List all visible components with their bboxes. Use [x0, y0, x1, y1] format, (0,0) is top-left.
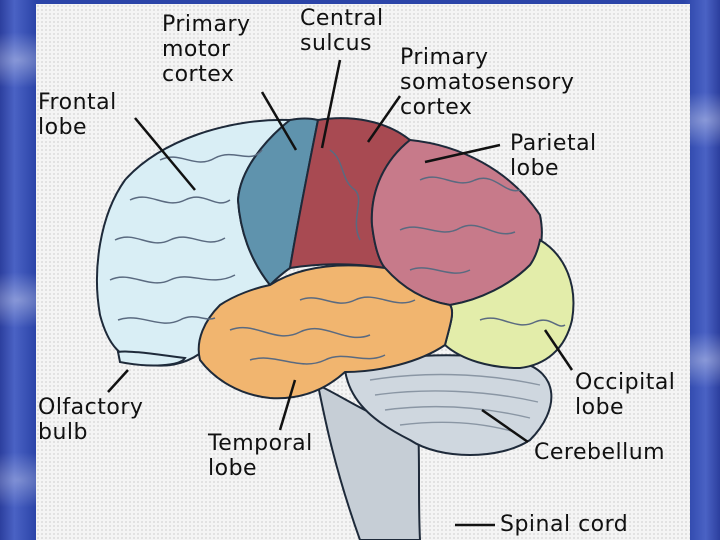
label-olfactory-bulb: Olfactory bulb: [38, 395, 144, 445]
temporal-lobe-region: [197, 264, 454, 400]
temporal-lobe-leader: [278, 379, 297, 431]
label-parietal-lobe: Parietal lobe: [510, 131, 597, 181]
label-primary-motor-cortex: Primary motor cortex: [162, 12, 251, 87]
label-temporal-lobe: Temporal lobe: [208, 431, 313, 481]
cerebellum-region: [343, 354, 553, 456]
gyri-lines: [109, 149, 566, 365]
occipital-lobe-leader: [543, 329, 574, 371]
label-primary-somatosensory-cortex: Primary somatosensory cortex: [400, 45, 575, 120]
motor-cortex-leader: [260, 91, 298, 151]
somatosensory-leader: [366, 95, 402, 143]
label-cerebellum: Cerebellum: [534, 440, 666, 465]
cerebellum-folds: [369, 373, 541, 433]
leader-lines: [107, 59, 574, 527]
olfactory-bulb-leader: [107, 369, 129, 393]
frontal-lobe-leader: [134, 117, 196, 191]
occipital-lobe-region: [443, 238, 575, 370]
label-frontal-lobe: Frontal lobe: [38, 90, 117, 140]
label-spinal-cord: Spinal cord: [500, 512, 629, 537]
label-occipital-lobe: Occipital lobe: [575, 370, 676, 420]
cerebellum-leader: [481, 408, 529, 444]
central-sulcus-leader: [320, 59, 342, 149]
parietal-lobe-leader: [424, 143, 501, 164]
olfactory-bulb-region: [116, 350, 187, 367]
label-central-sulcus: Central sulcus: [300, 6, 384, 56]
